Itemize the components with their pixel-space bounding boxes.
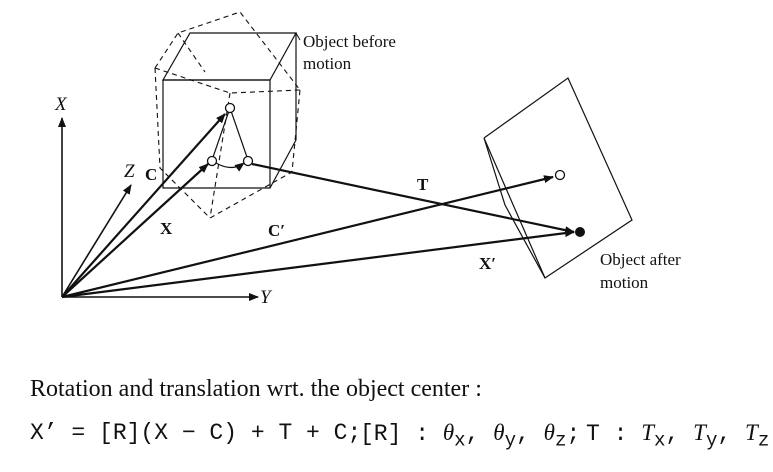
t-y: T	[693, 420, 706, 445]
t-z-sub: z	[757, 429, 770, 452]
translation-parameters: T : Tx, Ty, Tz	[586, 420, 770, 452]
object-before-label-line2: motion	[303, 54, 352, 73]
motion-diagram: X Y Z C X T C′ X′ O	[54, 11, 681, 308]
vector-x-prime	[61, 229, 575, 299]
object-after-label-line1: Object after	[600, 250, 681, 269]
vector-t	[251, 162, 575, 235]
z-axis-label: Z	[124, 161, 135, 182]
t-z: T	[745, 420, 758, 445]
z-axis	[61, 184, 132, 298]
theta-z: θ	[543, 420, 555, 445]
coordinate-axes	[58, 117, 259, 301]
theta-y: θ	[493, 420, 505, 445]
vector-c	[61, 163, 209, 298]
equation-main: X’ = [R](X − C) + T + C;	[30, 420, 362, 446]
label-t: T	[417, 175, 429, 194]
label-c: C	[145, 165, 157, 184]
object-before-leader	[295, 32, 301, 41]
y-axis-label: Y	[260, 287, 273, 308]
point-after-x	[575, 227, 585, 237]
vector-c-prime	[61, 175, 554, 299]
theta-x: θ	[442, 420, 455, 445]
object-after-label-line2: motion	[600, 273, 649, 292]
rotation-prefix: [R] :	[360, 421, 430, 447]
translation-prefix: T :	[586, 421, 628, 447]
t-x-sub: x	[654, 429, 666, 452]
label-x-prime: X′	[479, 254, 496, 273]
object-before-label-line1: Object before	[303, 32, 396, 51]
theta-z-sub: z	[554, 429, 567, 452]
vectors	[61, 113, 575, 299]
point-a	[224, 102, 236, 114]
x-axis-label: X	[54, 94, 68, 115]
theta-x-sub: x	[454, 429, 466, 452]
rotation-parameters: [R] : θx, θy, θz;	[360, 420, 581, 452]
object-before-internal	[211, 107, 249, 172]
t-y-sub: y	[705, 429, 718, 452]
object-before-dashed-box	[154, 11, 301, 219]
t-x: T	[641, 420, 655, 445]
object-after-box	[483, 77, 633, 279]
point-x	[242, 155, 254, 167]
label-x: X	[160, 219, 173, 238]
vector-a	[61, 113, 226, 298]
point-c	[206, 155, 218, 167]
label-c-prime: C′	[268, 221, 285, 240]
caption: Rotation and translation wrt. the object…	[30, 376, 482, 402]
theta-y-sub: y	[504, 429, 517, 452]
point-after-a	[554, 169, 566, 181]
